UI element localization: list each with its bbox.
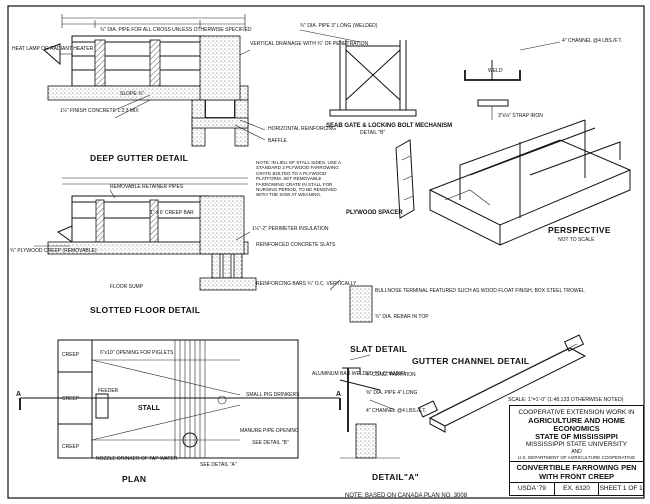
retainer-pipes-label: REMOVABLE RETAINER PIPES (110, 184, 184, 190)
reinforced-slats-label: REINFORCED CONCRETE SLATS (256, 242, 336, 248)
stall-label: STALL (138, 405, 161, 412)
creep-bar-label: 1" x 6' CREEP BAR (150, 210, 194, 216)
section-a-left: A (16, 391, 21, 398)
feeder-label: FEEDER (98, 388, 119, 394)
plan-creep-1: CREEP (62, 352, 80, 358)
deep-gutter-title: DEEP GUTTER DETAIL (90, 153, 188, 163)
plan-creep-2: CREEP (62, 396, 80, 402)
perspective-sub: NOT TO SCALE (558, 237, 595, 243)
tb-line3: STATE OF MISSISSIPPI (535, 432, 618, 441)
note-block: NOTE: IN LIEU OF STALL SIDES, USE A STAN… (256, 160, 341, 197)
pipe-all-cross-label: ¾" DIA. PIPE FOR ALL CROSS UNLESS OTHERW… (100, 27, 252, 33)
finish-concrete-label: 1½" FINISH CONCRETE 1:2:3 MIX (60, 107, 139, 114)
perspective-title: PERSPECTIVE (548, 225, 611, 235)
dia-rebar-label: ¾" DIA. REBAR IN TOP (375, 314, 429, 320)
title-block: COOPERATIVE EXTENSION WORK IN AGRICULTUR… (509, 405, 644, 496)
plywood-spacer-title: PLYWOOD SPACER (346, 210, 403, 216)
tb-line1: COOPERATIVE EXTENSION WORK IN (518, 409, 635, 416)
slotted-floor-detail: REMOVABLE RETAINER PIPES 1" x 6' CREEP B… (10, 177, 357, 315)
floor-sump-label: FLOOR SUMP (110, 284, 144, 290)
see-detail-b-label: SEE DETAIL "B" (252, 440, 289, 446)
vertical-drainage-label: VERTICAL DRAINAGE WITH ¾" OF PENETRATION (250, 41, 368, 47)
pipe-long-label: ⅜" DIA. PIPE 4" LONG (366, 390, 417, 396)
plan-title: PLAN (122, 474, 146, 484)
conc-partition-label: 4" CONC. PARTITION (366, 372, 416, 378)
plan-view: A A CREEP CREEP CREEP 6"x10" OPENING FOR… (16, 339, 341, 484)
weld-label: WELD (488, 68, 503, 74)
tb-line6: U.S. DEPARTMENT OF AGRICULTURE COOPERATI… (517, 455, 636, 460)
slat-notes: BULLNOSE TERMINAL FEATURED SUCH AS WOOD … (329, 279, 585, 323)
plywood-spacer-detail: PLYWOOD SPACER (346, 139, 415, 219)
seat-gate-detail: ¾" DIA. PIPE 3" LONG (WELDED) SEAB GATE … (299, 23, 452, 136)
perspective-view: PERSPECTIVE NOT TO SCALE (428, 119, 632, 246)
scale-note: SCALE: 1"=1'-0" (1:48.133 OTHERWISE NOTE… (508, 397, 624, 403)
reinforcing-bars-label: REINFORCING BARS ¾" O.C. VERTICALLY (256, 281, 357, 287)
openings-piglets-label: 6"x10" OPENING FOR PIGLETS (100, 350, 174, 356)
sheet-border (7, 5, 645, 499)
section-a-right: A (336, 391, 341, 398)
pipe-long-shield-label: ¾" DIA. PIPE 3" LONG (WELDED) (300, 23, 378, 29)
gutter-channel-title: GUTTER CHANNEL DETAIL (412, 356, 529, 366)
deep-gutter-detail: HEAT LAMP OR RADIANT HEATER ¾" DIA. PIPE… (12, 14, 368, 163)
detail-a: SLAT DETAIL ALUMINUM BAR WELDED TO CHANN… (312, 344, 426, 482)
slotted-slats (211, 253, 243, 279)
bullnose-label: BULLNOSE TERMINAL FEATURED SUCH AS WOOD … (375, 288, 585, 294)
channel-small-label: 4" CHANNEL @4 LBS./F.T. (366, 408, 426, 414)
tb-line4: MISSISSIPPI STATE UNIVERSITY (525, 441, 628, 448)
aluminum-bar-label: ALUMINUM BAR WELDED TO CHANNEL (312, 371, 407, 377)
seat-gate-title: SEAB GATE & LOCKING BOLT MECHANISM (326, 123, 452, 129)
small-pig-drinkers-label: SMALL PIG DRINKERS (246, 392, 300, 398)
tb-ex: EX. 6320 (555, 483, 600, 495)
perimeter-insulation-label: 1½"-2" PERIMETER INSULATION (252, 225, 329, 232)
seat-gate-sub: DETAIL "B" (360, 130, 385, 136)
horizontal-reinforcing-label: HORIZONTAL REINFORCING (268, 126, 336, 132)
plan-slots (174, 340, 206, 458)
heat-lamp-label: HEAT LAMP OR RADIANT HEATER (12, 46, 94, 52)
slope-label: SLOPE ¾" (120, 91, 144, 97)
tb-usda: USDA '79 (510, 483, 555, 495)
tb-ids: USDA '79 EX. 6320 SHEET 1 OF 1 (510, 482, 643, 495)
footer-note: NOTE: BASED ON CANADA PLAN NO. 3008 (345, 493, 468, 499)
slat-title: SLAT DETAIL (350, 344, 407, 354)
drawing-title: CONVERTIBLE FARROWING PEN WITH FRONT CRE… (510, 461, 643, 482)
see-detail-a-label: SEE DETAIL "A" (200, 462, 237, 468)
strap-iron-label: 3"x⅛" STRAP IRON (498, 113, 543, 119)
nipple-drinker-label: NOZZLE DRINKER OF TAP WATER (96, 456, 178, 462)
channel-label: 4" CHANNEL @4 LBS./F.T. (562, 38, 622, 44)
tb-line5: AND (571, 449, 582, 455)
manure-pipe-label: MANURE PIPE OPENING (240, 428, 299, 434)
tb-line2: AGRICULTURE AND HOME ECONOMICS (528, 416, 625, 433)
baffle-label: BAFFLE (268, 138, 288, 144)
plywood-creep-label: ¾" PLYWOOD CREEP (REMOVABLE) (10, 248, 97, 254)
detail-a-title: DETAIL"A" (372, 472, 419, 482)
slotted-floor-title: SLOTTED FLOOR DETAIL (90, 305, 200, 315)
channel-strap-detail: 4" CHANNEL @4 LBS./F.T. WELD 3"x⅛" STRAP… (464, 38, 622, 120)
plan-creep-3: CREEP (62, 444, 80, 450)
tb-sheet: SHEET 1 OF 1 (599, 485, 643, 492)
gutter-channel-detail: GUTTER CHANNEL DETAIL (412, 334, 587, 433)
